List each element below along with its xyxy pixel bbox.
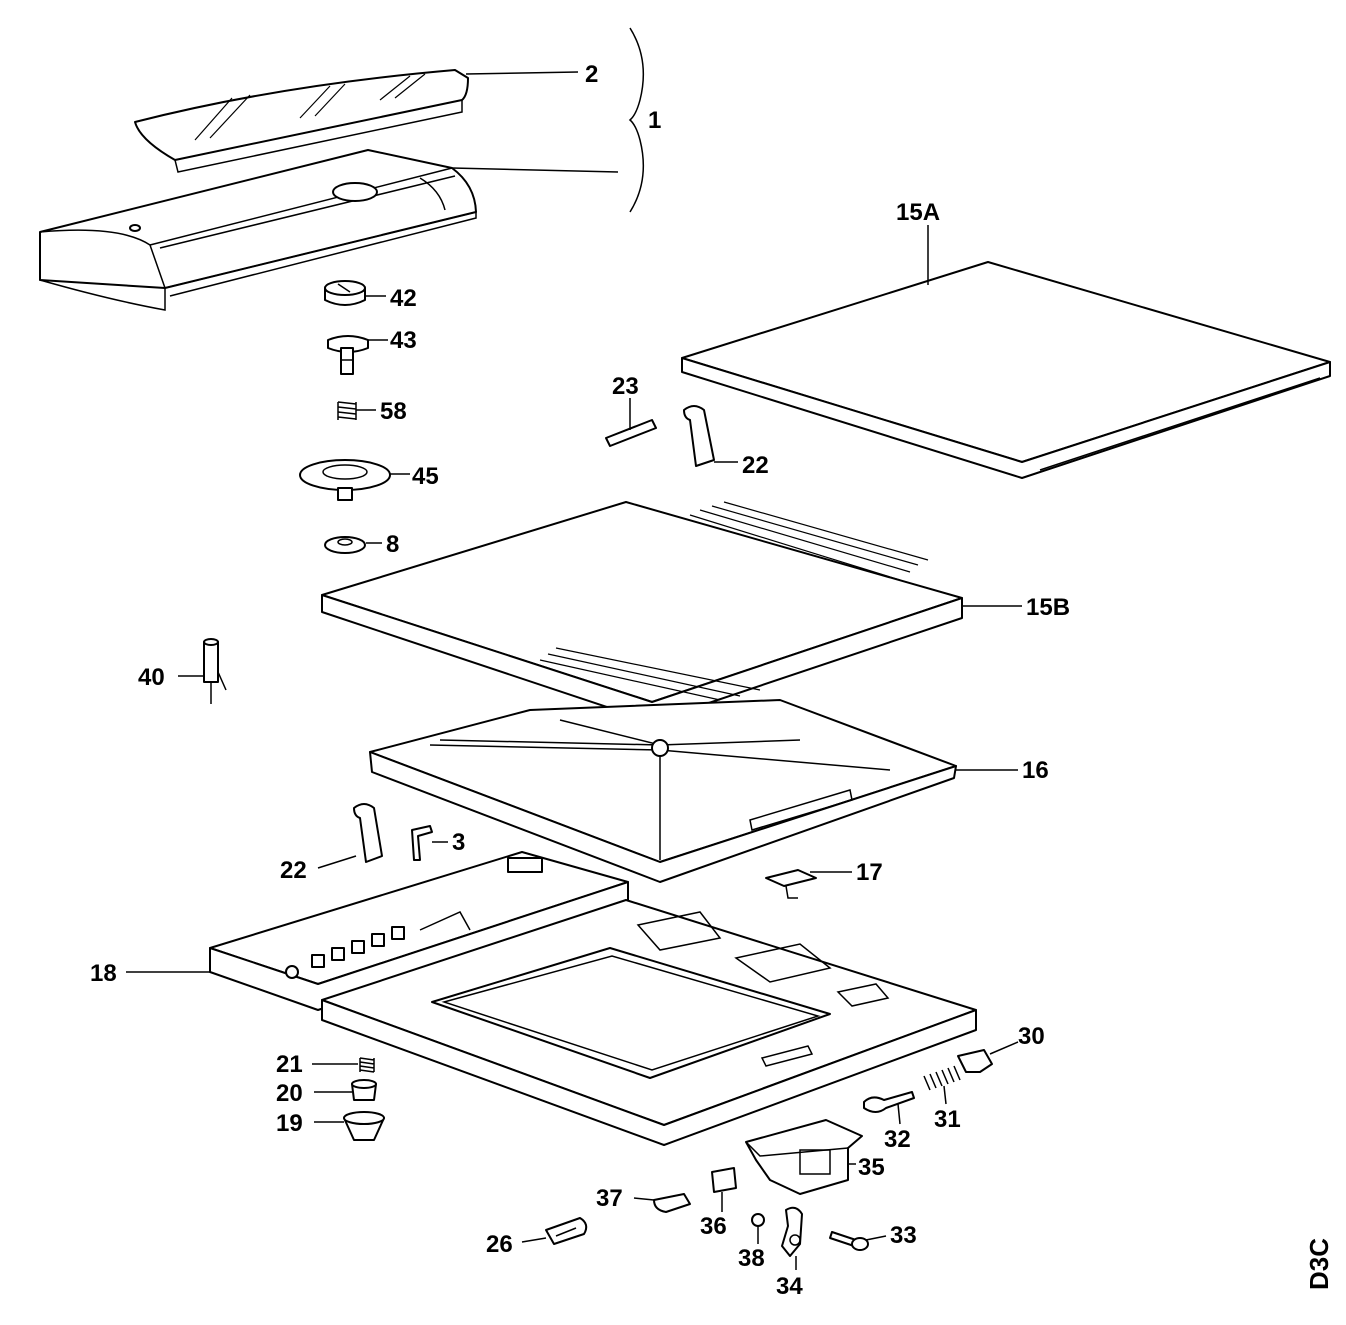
part-35-lock-housing bbox=[745, 1119, 863, 1195]
brace-part-1 bbox=[628, 27, 645, 213]
part-22-hinge-upper bbox=[683, 405, 715, 467]
part-42-knob bbox=[324, 280, 366, 306]
label-part-45: 45 bbox=[412, 463, 439, 490]
part-43-knob-shaft bbox=[327, 335, 369, 375]
part-33-screw bbox=[829, 1231, 869, 1251]
label-part-36: 36 bbox=[700, 1213, 727, 1240]
label-part-34: 34 bbox=[776, 1273, 803, 1300]
part-37-link bbox=[653, 1193, 691, 1213]
part-21-spring bbox=[359, 1057, 375, 1073]
part-23-pin bbox=[605, 419, 657, 447]
part-30-latch-button bbox=[957, 1049, 993, 1073]
part-15a-lid bbox=[681, 261, 1331, 479]
label-part-38: 38 bbox=[738, 1245, 765, 1272]
part-15b-inner-lid bbox=[321, 501, 963, 723]
part-3-clip bbox=[411, 825, 433, 861]
label-part-15b: 15B bbox=[1026, 594, 1070, 621]
part-19-foot bbox=[343, 1111, 385, 1141]
label-part-20: 20 bbox=[276, 1080, 303, 1107]
part-32-plunger bbox=[863, 1091, 915, 1113]
leader-lines bbox=[126, 71, 1022, 1270]
part-36-clip bbox=[711, 1167, 737, 1193]
label-part-30: 30 bbox=[1018, 1023, 1045, 1050]
label-part-32: 32 bbox=[884, 1126, 911, 1153]
label-part-43: 43 bbox=[390, 327, 417, 354]
label-part-17: 17 bbox=[856, 859, 883, 886]
part-26-bracket bbox=[545, 1217, 588, 1245]
part-17-latch-bracket bbox=[765, 869, 817, 899]
part-40-switch bbox=[203, 638, 227, 704]
label-part-42: 42 bbox=[390, 285, 417, 312]
label-part-21: 21 bbox=[276, 1051, 303, 1078]
label-part-18: 18 bbox=[90, 960, 117, 987]
part-58-spring bbox=[337, 401, 357, 420]
part-8-cap bbox=[324, 536, 366, 554]
label-part-15a: 15A bbox=[896, 199, 940, 226]
label-part-35: 35 bbox=[858, 1154, 885, 1181]
part-16-inner-frame bbox=[369, 699, 957, 883]
drawing-code: D3C bbox=[1304, 1238, 1334, 1290]
label-part-22-upper: 22 bbox=[742, 452, 769, 479]
part-34-lever bbox=[781, 1206, 803, 1257]
part-45-bezel bbox=[299, 459, 391, 501]
label-part-22-lower: 22 bbox=[280, 857, 307, 884]
part-2-glass-panel bbox=[134, 69, 469, 173]
label-part-16: 16 bbox=[1022, 757, 1049, 784]
label-part-1: 1 bbox=[648, 107, 661, 134]
label-part-8: 8 bbox=[386, 531, 399, 558]
label-part-31: 31 bbox=[934, 1106, 961, 1133]
base-frame bbox=[321, 899, 977, 1146]
label-part-58: 58 bbox=[380, 398, 407, 425]
label-part-2: 2 bbox=[585, 61, 598, 88]
label-part-3: 3 bbox=[452, 829, 465, 856]
label-part-26: 26 bbox=[486, 1231, 513, 1258]
part-38-ring bbox=[751, 1213, 765, 1227]
label-part-23: 23 bbox=[612, 373, 639, 400]
label-part-33: 33 bbox=[890, 1222, 917, 1249]
part-1-control-panel-housing bbox=[39, 149, 477, 311]
label-part-19: 19 bbox=[276, 1110, 303, 1137]
part-22-hinge-lower bbox=[353, 803, 383, 863]
label-part-40: 40 bbox=[138, 664, 165, 691]
part-31-spring bbox=[923, 1065, 961, 1091]
part-20-bushing bbox=[351, 1079, 377, 1101]
label-part-37: 37 bbox=[596, 1185, 623, 1212]
